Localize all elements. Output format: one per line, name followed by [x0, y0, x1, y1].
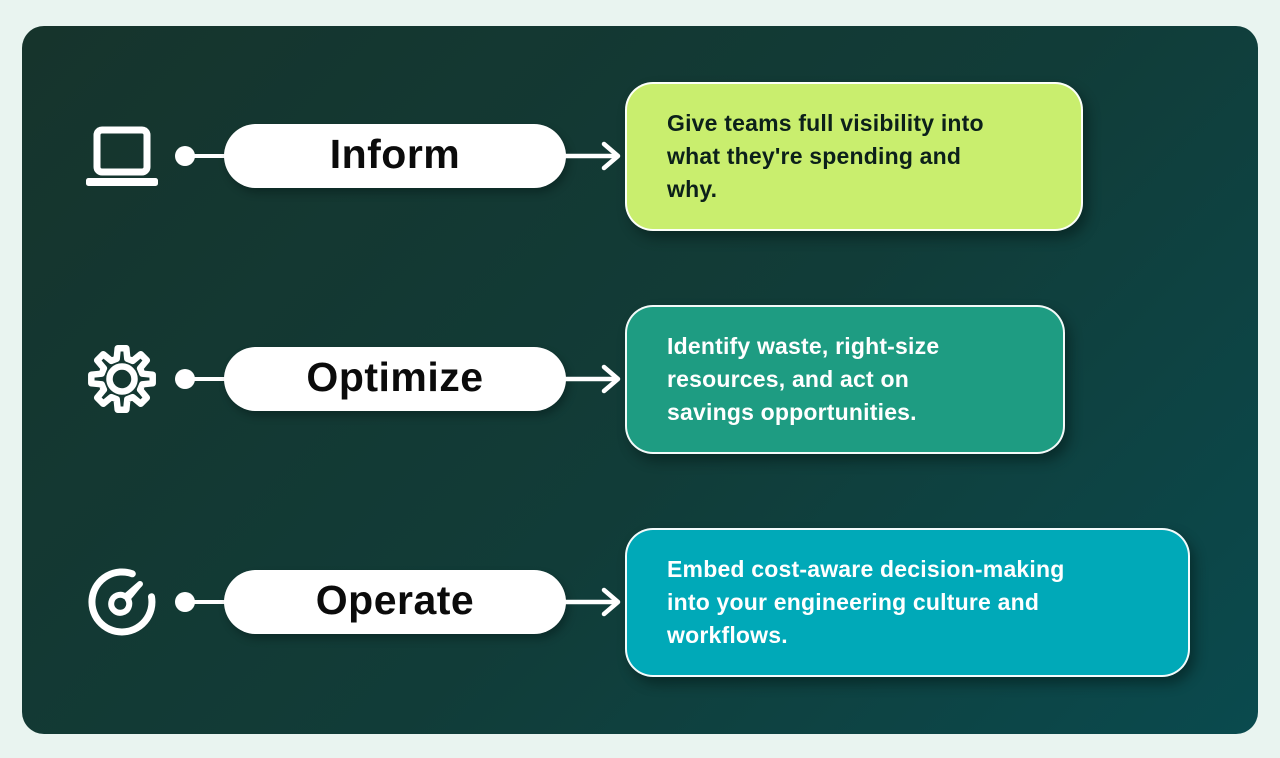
stage-label: Optimize: [306, 354, 484, 400]
connector-dot: [175, 369, 195, 389]
card-text-line: why.: [667, 176, 718, 202]
arrow-right-icon: [562, 136, 626, 176]
card-text-line: into your engineering culture and: [667, 589, 1040, 615]
connector-dot: [175, 146, 195, 166]
stage-pill-inform: Inform: [224, 124, 566, 188]
arrow-right-icon: [562, 359, 626, 399]
card-text-line: Identify waste, right-size: [667, 333, 940, 359]
description-card-optimize: Identify waste, right-size resources, an…: [625, 305, 1065, 454]
card-text-line: Give teams full visibility into: [667, 110, 984, 136]
card-text-line: workflows.: [667, 622, 788, 648]
connector-dot: [175, 592, 195, 612]
description-card-operate: Embed cost-aware decision-making into yo…: [625, 528, 1190, 677]
gauge-icon: [82, 562, 162, 642]
infographic-panel: Inform Give teams full visibility into w…: [22, 26, 1258, 734]
connector-line: [190, 600, 230, 604]
stage-pill-operate: Operate: [224, 570, 566, 634]
stage-label: Operate: [315, 577, 475, 623]
arrow-right-icon: [562, 582, 626, 622]
connector-line: [190, 377, 230, 381]
connector-line: [190, 154, 230, 158]
stage-pill-optimize: Optimize: [224, 347, 566, 411]
card-text-line: resources, and act on: [667, 366, 909, 392]
stage-label: Inform: [329, 131, 461, 177]
gear-icon: [82, 339, 162, 419]
description-card-inform: Give teams full visibility into what the…: [625, 82, 1083, 231]
card-text-line: Embed cost-aware decision-making: [667, 556, 1065, 582]
card-text-line: savings opportunities.: [667, 399, 917, 425]
laptop-icon: [82, 116, 162, 196]
card-text-line: what they're spending and: [667, 143, 962, 169]
